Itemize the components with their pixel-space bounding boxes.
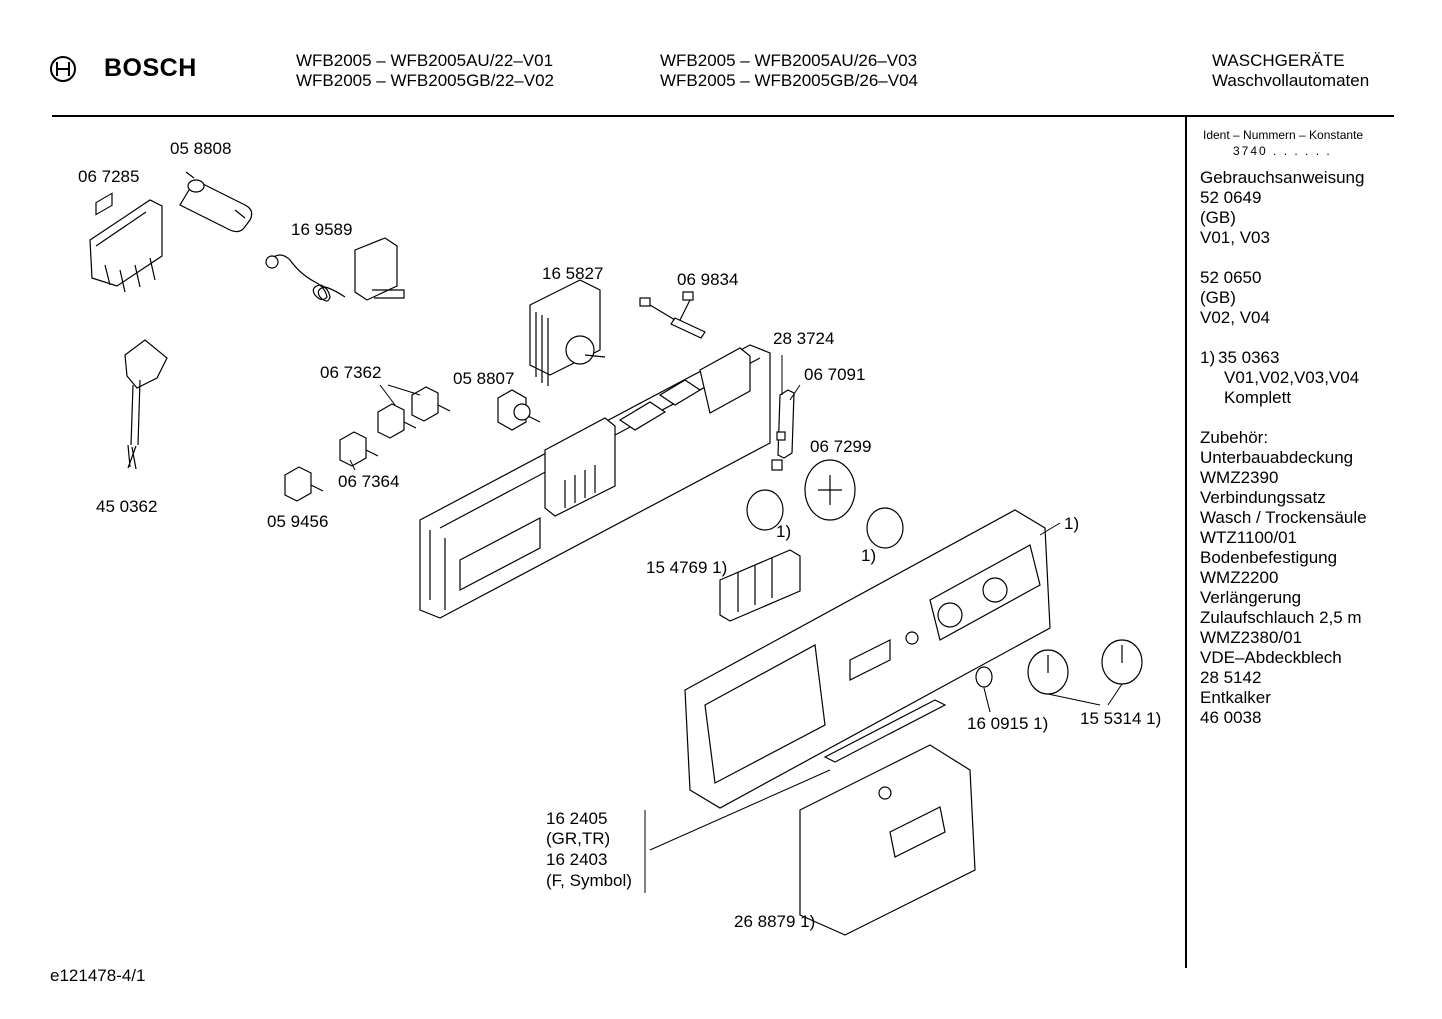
- label-067091: 06 7091: [804, 365, 866, 384]
- label-fsym: (F, Symbol): [546, 871, 632, 890]
- sidebar-accessory-line: 46 0038: [1200, 708, 1262, 727]
- part-label-strip: [823, 699, 947, 763]
- bosch-logo: [48, 54, 78, 89]
- sidebar-line: V02, V04: [1200, 308, 1270, 327]
- sidebar-line: 52 0649: [1200, 188, 1262, 207]
- sidebar-accessory-line: Bodenbefestigung: [1200, 548, 1338, 567]
- ident-value: 3740 . . . . . .: [1233, 144, 1332, 158]
- label-169589: 16 9589: [291, 220, 353, 239]
- label-165827: 16 5827: [542, 264, 604, 283]
- part-switch-067364: [339, 431, 379, 467]
- label-059456: 05 9456: [267, 512, 329, 531]
- part-link-067091: [771, 389, 795, 471]
- label-058807: 05 8807: [453, 369, 515, 388]
- part-capacitor-058808: [179, 171, 253, 233]
- part-buttons-154769: [719, 549, 801, 622]
- part-plug-450362: [124, 339, 168, 470]
- sidebar-accessory-line: WMZ2200: [1200, 568, 1279, 587]
- label-160915: 16 0915 1): [967, 714, 1049, 733]
- part-front-panel: [684, 509, 1051, 809]
- label-058808: 05 8808: [170, 139, 232, 158]
- sidebar-note-line: Komplett: [1224, 388, 1292, 407]
- part-switch-059456: [284, 466, 324, 502]
- models-col2-line1: WFB2005 – WFB2005AU/26–V03: [660, 51, 918, 70]
- sidebar-accessory-line: WMZ2380/01: [1200, 628, 1303, 647]
- sidebar-accessory-line: Verlängerung: [1200, 588, 1302, 607]
- part-drawer-front: [799, 744, 976, 936]
- label-note1c: 1): [861, 546, 877, 565]
- category-line2: Waschvollautomaten: [1212, 71, 1370, 90]
- models-col1-line1: WFB2005 – WFB2005AU/22–V01: [296, 51, 554, 70]
- sidebar-note-line: V01,V02,V03,V04: [1224, 368, 1360, 387]
- part-switch-169589: [265, 237, 405, 302]
- label-268879: 26 8879 1): [734, 912, 816, 931]
- sidebar-accessory-line: WTZ1100/01: [1200, 528, 1298, 547]
- part-timer-165827: [529, 279, 606, 386]
- sidebar-line: (GB): [1200, 288, 1236, 307]
- ident-title: Ident – Nummern – Konstante: [1203, 128, 1364, 142]
- label-283724: 28 3724: [773, 329, 835, 348]
- sidebar-accessory-line: Entkalker: [1200, 688, 1271, 707]
- sidebar-note-line: 35 0363: [1218, 348, 1280, 367]
- label-162405: 16 2405: [546, 809, 608, 828]
- label-069834: 06 9834: [677, 270, 739, 289]
- models-col1-line2: WFB2005 – WFB2005GB/22–V02: [296, 71, 554, 90]
- sidebar-accessory-line: Zulaufschlauch 2,5 m: [1200, 608, 1362, 627]
- label-067364: 06 7364: [338, 472, 400, 491]
- part-bracket-067285: [89, 192, 163, 293]
- sidebar-line: 52 0650: [1200, 268, 1262, 287]
- bosch-armature-icon: [50, 56, 76, 82]
- sidebar-accessory-line: Zubehör:: [1200, 428, 1269, 447]
- sidebar-accessory-line: 28 5142: [1200, 668, 1262, 687]
- footer-code: e121478-4/1: [50, 966, 146, 985]
- label-grtr: (GR,TR): [546, 829, 611, 848]
- part-knob-holders: [746, 459, 904, 549]
- label-162403: 16 2403: [546, 850, 608, 869]
- part-lamp-069834: [639, 291, 706, 339]
- label-067299: 06 7299: [810, 437, 872, 456]
- sidebar-line: Gebrauchsanweisung: [1200, 168, 1365, 187]
- sidebar-accessory-line: VDE–Abdeckblech: [1200, 648, 1342, 667]
- label-154769: 15 4769 1): [646, 558, 728, 577]
- sidebar-note-number: 1): [1200, 348, 1216, 367]
- label-067362: 06 7362: [320, 363, 382, 382]
- part-knobs-155314: [1027, 639, 1143, 695]
- models-col2-line2: WFB2005 – WFB2005GB/26–V04: [660, 71, 918, 90]
- sidebar-line: (GB): [1200, 208, 1236, 227]
- brand-name: BOSCH: [104, 54, 197, 82]
- sidebar-accessory-line: Unterbauabdeckung: [1200, 448, 1354, 467]
- label-450362: 45 0362: [96, 497, 158, 516]
- label-note1a: 1): [776, 522, 792, 541]
- sidebar-accessory-line: Verbindungssatz: [1200, 488, 1326, 507]
- part-knob-160915: [975, 666, 993, 688]
- label-155314: 15 5314 1): [1080, 709, 1162, 728]
- part-control-frame-283724: [419, 344, 771, 619]
- label-067285: 06 7285: [78, 167, 140, 186]
- part-switch-067362: [377, 386, 451, 439]
- sidebar-accessory-line: WMZ2390: [1200, 468, 1279, 487]
- label-note1b: 1): [1064, 514, 1080, 533]
- leader-lines: [349, 355, 1123, 893]
- part-pot-058807: [497, 389, 541, 431]
- sidebar-line: V01, V03: [1200, 228, 1270, 247]
- category-line1: WASCHGERÄTE: [1212, 51, 1345, 70]
- sidebar-accessory-line: Wasch / Trockensäule: [1200, 508, 1367, 527]
